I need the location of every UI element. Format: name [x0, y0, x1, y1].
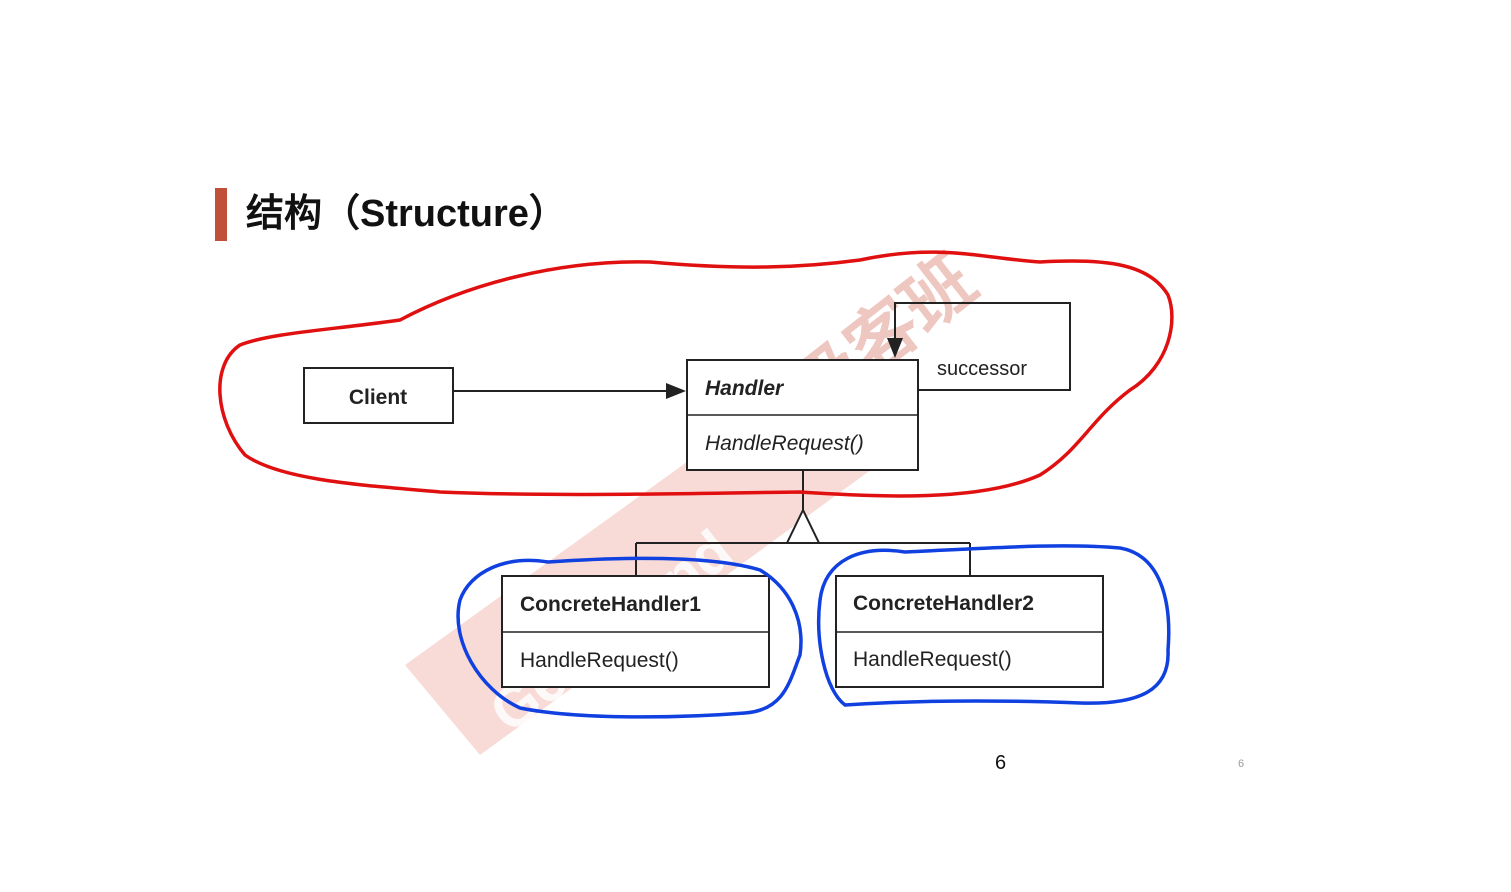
concrete-handler1-method: HandleRequest() [520, 649, 679, 672]
title-accent-bar [215, 188, 227, 241]
page-number: 6 [995, 752, 1007, 774]
client-class: Client [303, 367, 454, 424]
successor-label: successor [937, 358, 1027, 380]
handler-method: HandleRequest() [705, 432, 864, 455]
concrete-handler1-class: ConcreteHandler1 HandleRequest() [501, 575, 770, 688]
association-arrow [453, 383, 686, 399]
red-annotation-outline [218, 250, 1174, 498]
blue-annotation-outline-2 [816, 544, 1171, 707]
concrete-handler1-name: ConcreteHandler1 [520, 593, 701, 616]
concrete-handler2-name: ConcreteHandler2 [853, 592, 1034, 615]
handler-name: Handler [705, 377, 785, 400]
concrete-handler2-class: ConcreteHandler2 HandleRequest() [835, 575, 1104, 688]
slide-title: 结构（Structure） [246, 193, 567, 235]
concrete-handler2-method: HandleRequest() [853, 648, 1012, 671]
page-number-small: 6 [1238, 758, 1245, 770]
blue-annotation-outline-1 [456, 556, 803, 719]
successor-association: successor [887, 302, 1071, 391]
client-name: Client [349, 386, 407, 409]
handler-class: Handler HandleRequest() [686, 359, 919, 471]
